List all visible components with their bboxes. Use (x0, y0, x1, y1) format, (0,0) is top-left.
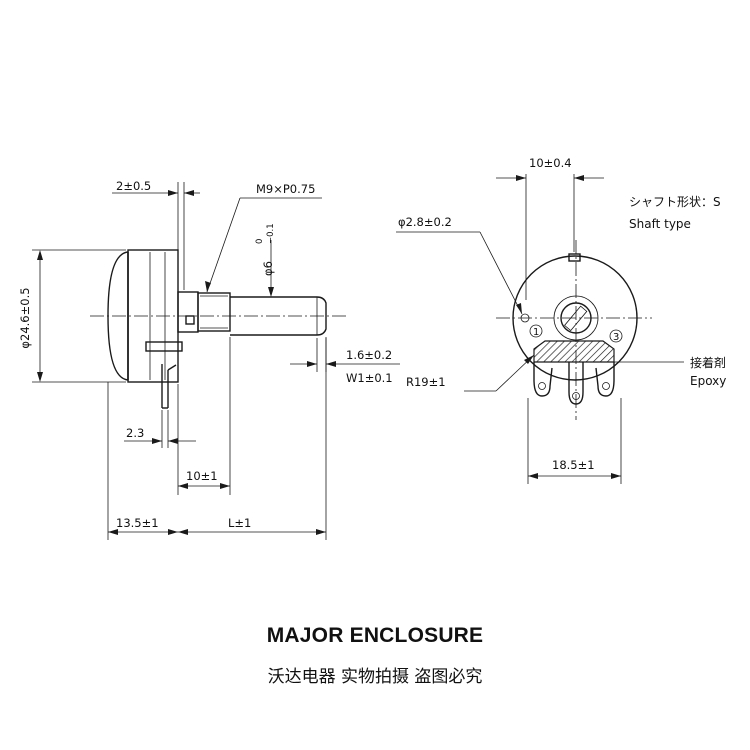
slot-width-text: W1±0.1 (346, 371, 393, 385)
shaft-dia-lower: −0.1 (266, 223, 276, 244)
front-view: 1 3 10±0.4 φ2.8±0.2 (396, 156, 726, 484)
dim-body-diameter: φ24.6±0.5 (18, 249, 126, 383)
shaft-type-label: シャフト形状：S (629, 195, 721, 209)
slot-depth-text: 1.6±0.2 (346, 348, 392, 362)
dim-top-width: 10±0.4 (496, 156, 604, 300)
pin-thickness-text: 2±0.5 (116, 179, 151, 193)
dim-pin-thickness: 2±0.5 (112, 179, 200, 290)
dim-slot: 1.6±0.2 W1±0.1 (290, 338, 400, 385)
terminal-pin (161, 364, 177, 409)
body-depth-text: 13.5±1 (116, 516, 159, 530)
shaft-length-text: L±1 (228, 516, 251, 530)
thread-text: M9×P0.75 (256, 182, 315, 196)
side-view: φ24.6±0.5 2±0.5 M9×P0.75 φ6 0 −0.1 (18, 179, 400, 540)
radius-text: R19±1 (406, 375, 446, 389)
terminal-number-1: 1 (533, 327, 539, 338)
dim-lengths: 13.5±1 L±1 (107, 337, 327, 540)
adhesive-label-en: Epoxy (690, 374, 726, 388)
terminal-offset-text: 2.3 (126, 426, 144, 440)
shaft-dia-base: φ6 (261, 261, 275, 276)
dim-epoxy: 接着剤 Epoxy (600, 355, 726, 388)
dim-terminal-span: 18.5±1 (527, 398, 622, 484)
terminal-span-text: 18.5±1 (552, 458, 595, 472)
terminal-number-3: 3 (613, 332, 619, 343)
footer-title: MAJOR ENCLOSURE (266, 624, 484, 647)
top-width-text: 10±0.4 (529, 156, 572, 170)
body-diameter-text: φ24.6±0.5 (18, 287, 32, 348)
dim-radius: R19±1 (406, 354, 535, 392)
dim-pin-hole: φ2.8±0.2 (396, 215, 523, 315)
dim-bushing-length: 10±1 (177, 337, 231, 495)
epoxy-terminals (533, 340, 615, 405)
shaft-type-label-en: Shaft type (629, 217, 691, 231)
dim-terminal-offset: 2.3 (124, 410, 196, 448)
adhesive-label: 接着剤 (690, 355, 726, 370)
pin-hole-text: φ2.8±0.2 (398, 215, 452, 229)
shaft-dia-upper: 0 (255, 239, 265, 244)
bushing (177, 291, 231, 333)
bushing-length-text: 10±1 (186, 469, 218, 483)
dim-shaft-diameter: φ6 0 −0.1 (255, 223, 276, 297)
dim-thread: M9×P0.75 (205, 182, 322, 293)
footer-subtitle: 沃达电器 实物拍摄 盗图必究 (267, 667, 483, 687)
technical-drawing: φ24.6±0.5 2±0.5 M9×P0.75 φ6 0 −0.1 (18, 156, 726, 540)
